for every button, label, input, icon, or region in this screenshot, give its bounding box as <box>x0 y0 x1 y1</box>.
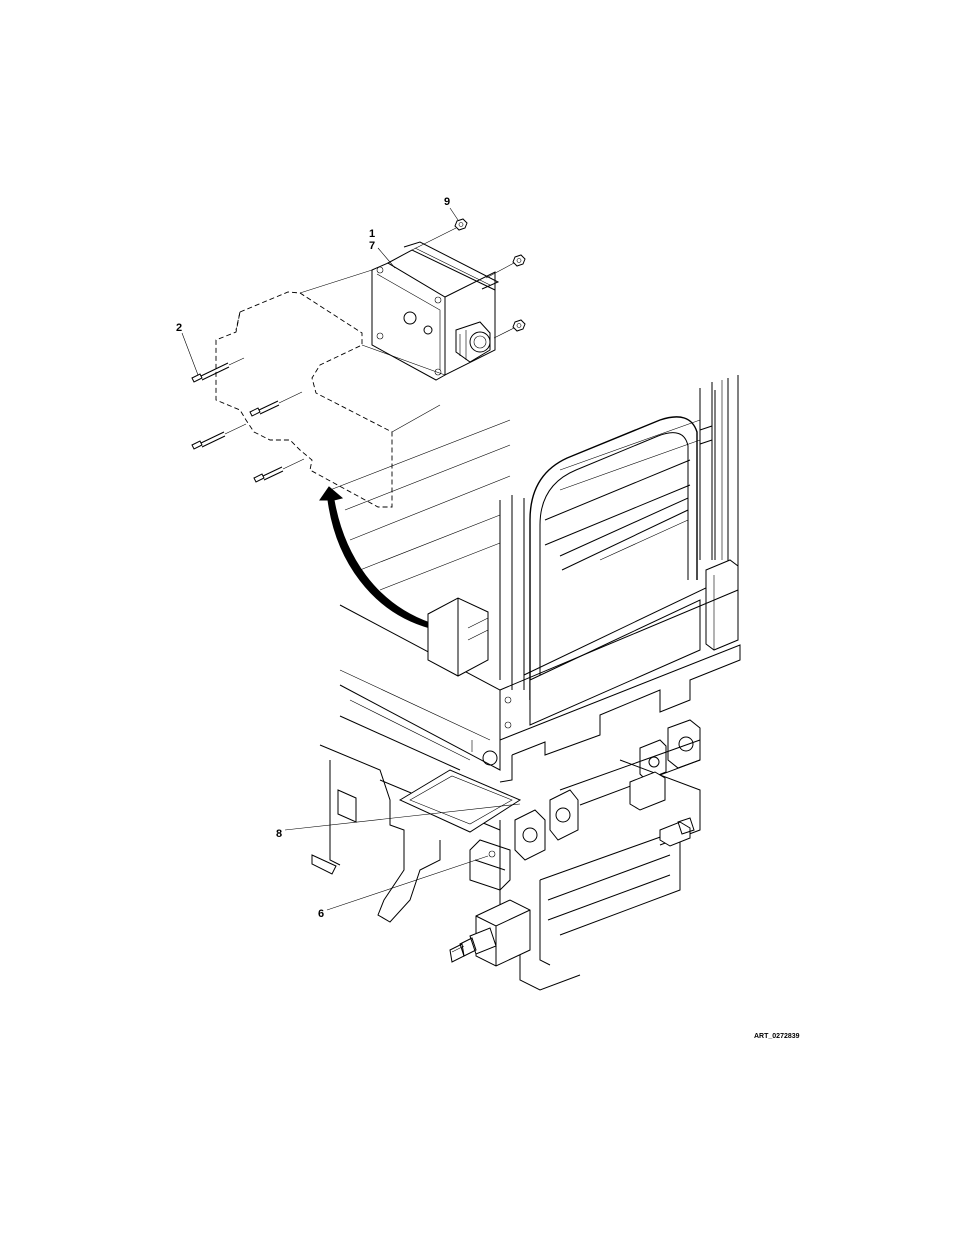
callout-9: 9 <box>444 196 458 220</box>
callout-label-9: 9 <box>444 196 450 208</box>
callout-label-2: 2 <box>176 322 182 334</box>
art-reference-id: ART_0272839 <box>754 1033 800 1040</box>
callout-label-1: 1 <box>369 228 375 240</box>
installation-arrow <box>320 487 430 628</box>
base-chassis <box>312 720 700 990</box>
platform-frame <box>330 375 740 782</box>
callout-6: 6 <box>318 856 488 920</box>
callout-2: 2 <box>176 322 198 375</box>
switch-box-assembly <box>372 242 498 380</box>
bolt-hardware <box>192 358 304 482</box>
callout-label-7: 7 <box>369 240 375 252</box>
callout-label-6: 6 <box>318 908 324 920</box>
callout-label-8: 8 <box>276 828 282 840</box>
